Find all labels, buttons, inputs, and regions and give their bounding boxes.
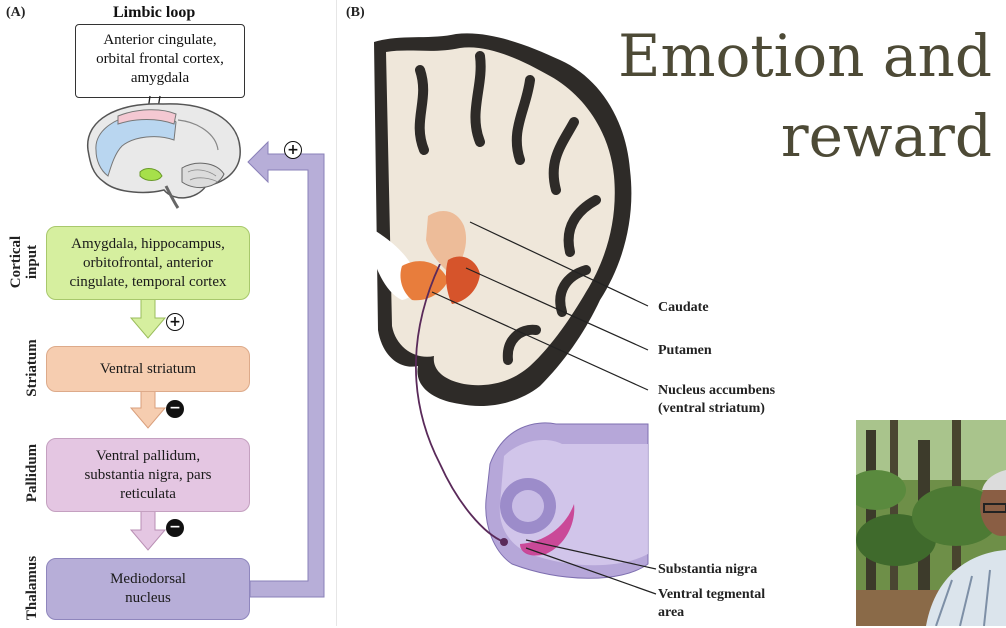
box-cortical-input: Amygdala, hippocampus, orbitofrontal, an…	[46, 226, 250, 300]
limbic-loop-title: Limbic loop	[113, 4, 196, 21]
box-ventral-striatum-text: Ventral striatum	[99, 360, 197, 377]
panel-divider	[336, 0, 337, 626]
flow-arrows	[129, 140, 325, 598]
panel-b-label: (B)	[346, 5, 365, 20]
label-substantia-nigra: Substantia nigra	[658, 562, 758, 577]
slide-title-line-2: reward	[780, 102, 992, 170]
panel-a-label: (A)	[6, 5, 26, 20]
box-mediodorsal-nucleus: Mediodorsal nucleus	[46, 558, 250, 620]
box-ventral-pallidum: Ventral pallidum, substantia nigra, pars…	[46, 438, 250, 512]
brain-illustration	[87, 95, 241, 209]
cortex-callout: Anterior cingulate, orbital frontal cort…	[75, 24, 245, 98]
excitatory-sign-cortical: +	[166, 313, 184, 331]
box-ventral-pallidum-text: Ventral pallidum, substantia nigra, pars…	[84, 447, 212, 502]
box-mediodorsal-nucleus-text: Mediodorsal nucleus	[110, 571, 186, 606]
excitatory-sign-loop: +	[284, 141, 302, 159]
label-ventral-tegmental-area: Ventral tegmental area	[658, 587, 766, 620]
coronal-brain-section	[374, 33, 649, 406]
label-putamen: Putamen	[658, 343, 712, 358]
box-ventral-striatum: Ventral striatum	[46, 346, 250, 392]
slide-title-line-1: Emotion and	[618, 22, 992, 90]
label-nucleus-accumbens: Nucleus accumbens (ventral striatum)	[658, 383, 776, 416]
cortex-callout-text: Anterior cingulate, orbital frontal cort…	[96, 32, 224, 86]
box-cortical-input-text: Amygdala, hippocampus, orbitofrontal, an…	[69, 235, 227, 290]
inhibitory-sign-pallidum: −	[166, 519, 184, 537]
presenter-video-scene	[856, 420, 1006, 626]
midbrain-section	[415, 264, 657, 595]
inhibitory-sign-striatum: −	[166, 400, 184, 418]
label-caudate: Caudate	[658, 300, 709, 315]
presenter-video	[856, 420, 1006, 626]
